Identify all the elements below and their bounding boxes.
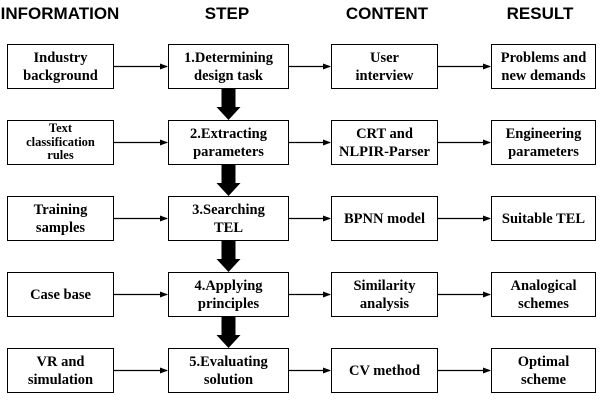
result-box-5: Optimal scheme (491, 348, 596, 393)
content-box-1: User interview (331, 44, 438, 89)
header-step: STEP (204, 4, 250, 23)
step-box-3: 3.Searching TEL (168, 196, 289, 241)
header-content: CONTENT (345, 4, 429, 23)
step-box-4: 4.Applying principles (168, 272, 289, 317)
info-box-1: Industry background (7, 44, 114, 89)
info-box-4: Case base (7, 272, 114, 317)
content-box-3: BPNN model (331, 196, 438, 241)
step-down-arrow-1 (216, 89, 241, 120)
step-box-1: 1.Determining design task (168, 44, 289, 89)
content-box-5: CV method (331, 348, 438, 393)
info-box-2: Text classification rules (7, 120, 114, 165)
result-box-3: Suitable TEL (491, 196, 596, 241)
content-box-4: Similarity analysis (331, 272, 438, 317)
result-box-1: Problems and new demands (491, 44, 596, 89)
step-down-arrow-2 (216, 165, 241, 196)
result-box-4: Analogical schemes (491, 272, 596, 317)
step-box-5: 5.Evaluating solution (168, 348, 289, 393)
step-down-arrow-3 (216, 241, 241, 272)
header-information: INFORMATION (0, 4, 120, 23)
info-box-5: VR and simulation (7, 348, 114, 393)
header-result: RESULT (506, 4, 574, 23)
step-down-arrow-4 (216, 317, 241, 348)
step-box-2: 2.Extracting parameters (168, 120, 289, 165)
result-box-2: Engineering parameters (491, 120, 596, 165)
info-box-3: Training samples (7, 196, 114, 241)
content-box-2: CRT and NLPIR-Parser (331, 120, 438, 165)
